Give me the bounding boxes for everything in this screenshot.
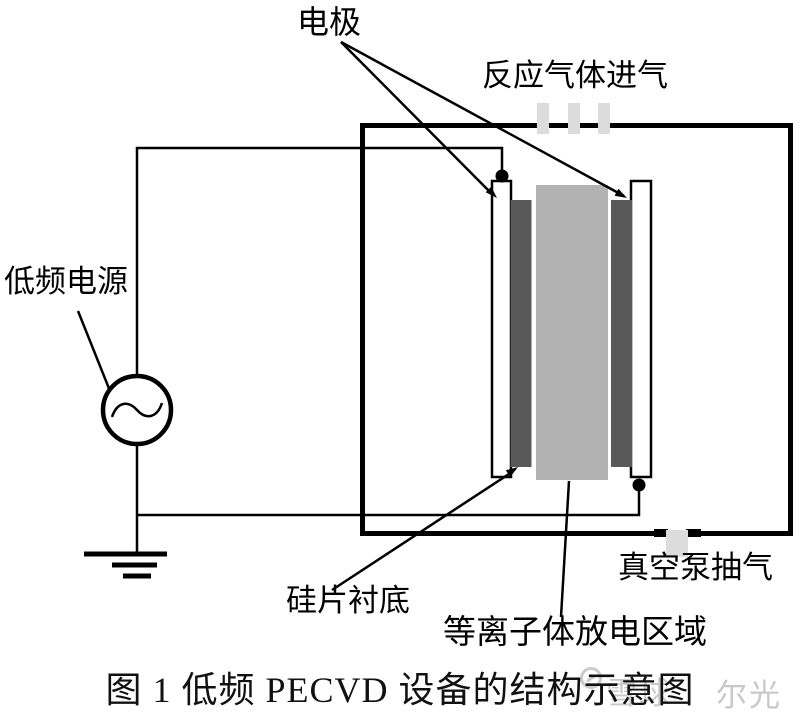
arrowhead-right-electrode — [614, 188, 627, 198]
port-flange-right — [686, 529, 701, 537]
label-vacuum-pump: 真空泵抽气 — [618, 550, 773, 585]
circuit-wires — [135, 146, 641, 553]
port-flange-left — [654, 529, 668, 537]
arrowhead-substrate — [505, 467, 518, 477]
figure-caption: 图 1 低频 PECVD 设备的结构示意图 — [105, 670, 695, 710]
label-electrode: 电极 — [297, 4, 362, 40]
junction-dot-right-electrode — [632, 478, 646, 492]
label-plasma-region: 等离子体放电区域 — [443, 613, 707, 650]
vacuum-pump-port — [654, 529, 701, 557]
wire-power-to-left-electrode — [135, 146, 504, 376]
gas-inlet-tube — [537, 103, 549, 134]
electrode-plate-right — [629, 179, 653, 479]
xueqiu-logo-icon — [580, 667, 602, 689]
gas-inlet-tube — [598, 103, 610, 134]
plasma-discharge-region — [536, 185, 608, 480]
label-power-supply: 低频电源 — [4, 264, 128, 299]
leader-lines — [76, 40, 625, 618]
label-substrate: 硅片衬底 — [286, 583, 410, 618]
silicon-wafer-left — [510, 200, 532, 467]
electrode-plate-left — [490, 179, 513, 479]
ac-source-icon — [100, 373, 174, 447]
watermark-site-text: 雪球 — [606, 676, 672, 711]
leader-substrate — [331, 470, 513, 592]
pump-port-tube — [666, 530, 688, 557]
leader-power-supply — [76, 310, 112, 392]
wire-right-electrode-return — [137, 484, 641, 517]
junction-dot-left-electrode — [495, 169, 509, 183]
leader-arrowheads — [485, 186, 627, 477]
gas-inlet-tube — [568, 103, 580, 134]
gas-inlet-tubes — [537, 103, 610, 134]
leader-plasma-region — [559, 480, 571, 618]
watermark-suffix-text: 尔光伏 — [716, 678, 782, 713]
ground-icon — [84, 551, 167, 579]
leader-electrode-right — [340, 40, 625, 198]
arrowhead-left-electrode — [485, 186, 497, 198]
label-gas-inlet: 反应气体进气 — [482, 58, 668, 93]
leader-electrode-left — [340, 41, 494, 196]
silicon-wafer-right — [611, 200, 632, 467]
